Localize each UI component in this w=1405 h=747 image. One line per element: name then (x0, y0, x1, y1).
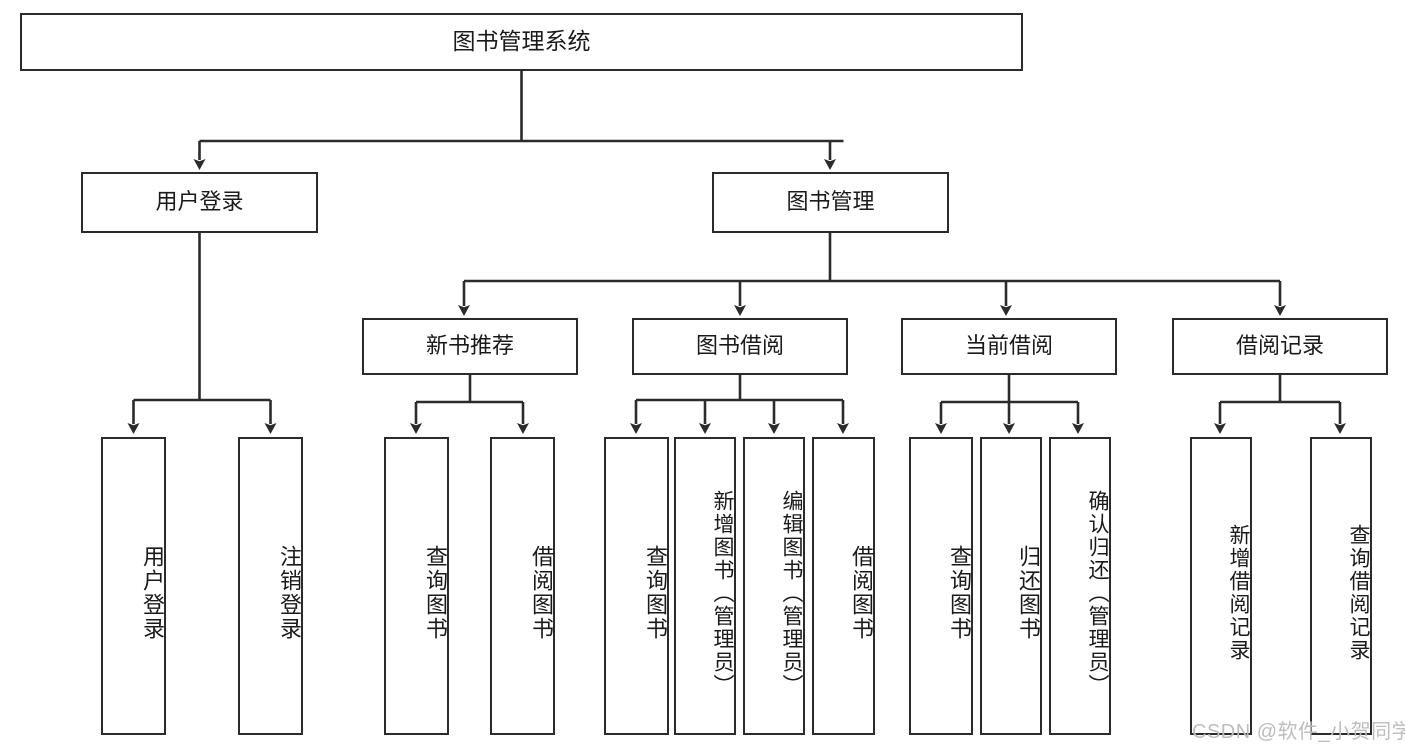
leaf-book-borrow-edit-book-admin[interactable]: 编辑图书（管理员） (743, 437, 805, 735)
node-label: 当前借阅 (964, 333, 1053, 359)
node-label: 新书推荐 (425, 333, 514, 359)
node-label: 借阅图书 (529, 545, 554, 641)
leaf-user-login-logout[interactable]: 注销登录 (238, 437, 303, 735)
node-label: 借阅记录 (1235, 333, 1324, 359)
csdn-watermark: CSDN @软件_小贺同学 (1192, 715, 1405, 744)
node-label: 图书管理系统 (452, 28, 591, 55)
node-label: 图书借阅 (695, 333, 784, 359)
leaf-current-borrow-query-book[interactable]: 查询图书 (909, 437, 973, 735)
node-label: 图书管理 (786, 189, 875, 215)
leaf-borrow-record-query-record[interactable]: 查询借阅记录 (1310, 437, 1372, 735)
node-book-borrow[interactable]: 图书借阅 (632, 318, 848, 375)
node-new-book-recommend[interactable]: 新书推荐 (362, 318, 578, 375)
node-borrow-record[interactable]: 借阅记录 (1172, 318, 1388, 375)
node-user-login[interactable]: 用户登录 (81, 172, 318, 233)
leaf-current-borrow-confirm-return-admin[interactable]: 确认归还（管理员） (1049, 437, 1111, 735)
leaf-borrow-record-add-record[interactable]: 新增借阅记录 (1190, 437, 1252, 735)
leaf-new-book-query-book[interactable]: 查询图书 (384, 437, 449, 735)
leaf-new-book-borrow-book[interactable]: 借阅图书 (490, 437, 555, 735)
node-label: 归还图书 (1016, 545, 1041, 641)
node-label: 编辑图书（管理员） (780, 489, 803, 697)
node-label: 查询图书 (423, 545, 448, 641)
node-label: 查询借阅记录 (1347, 524, 1370, 662)
node-label: 新增借阅记录 (1227, 524, 1250, 662)
node-label: 用户登录 (155, 189, 244, 215)
node-current-borrow[interactable]: 当前借阅 (901, 318, 1117, 375)
node-label: 查询图书 (947, 545, 972, 641)
node-book-management[interactable]: 图书管理 (712, 172, 949, 233)
leaf-book-borrow-query-book[interactable]: 查询图书 (604, 437, 669, 735)
leaf-book-borrow-borrow-book[interactable]: 借阅图书 (812, 437, 875, 735)
node-label: 确认归还（管理员） (1086, 489, 1109, 697)
leaf-book-borrow-add-book-admin[interactable]: 新增图书（管理员） (674, 437, 736, 735)
leaf-current-borrow-return-book[interactable]: 归还图书 (980, 437, 1042, 735)
node-label: 用户登录 (140, 545, 165, 641)
node-label: 注销登录 (277, 545, 302, 641)
leaf-user-login-login[interactable]: 用户登录 (101, 437, 166, 735)
node-label: 借阅图书 (849, 545, 874, 641)
node-label: 新增图书（管理员） (711, 489, 734, 697)
node-root-book-management-system[interactable]: 图书管理系统 (20, 13, 1023, 71)
node-label: 查询图书 (643, 545, 668, 641)
watermark-label: CSDN @软件_小贺同学 (1192, 721, 1405, 743)
